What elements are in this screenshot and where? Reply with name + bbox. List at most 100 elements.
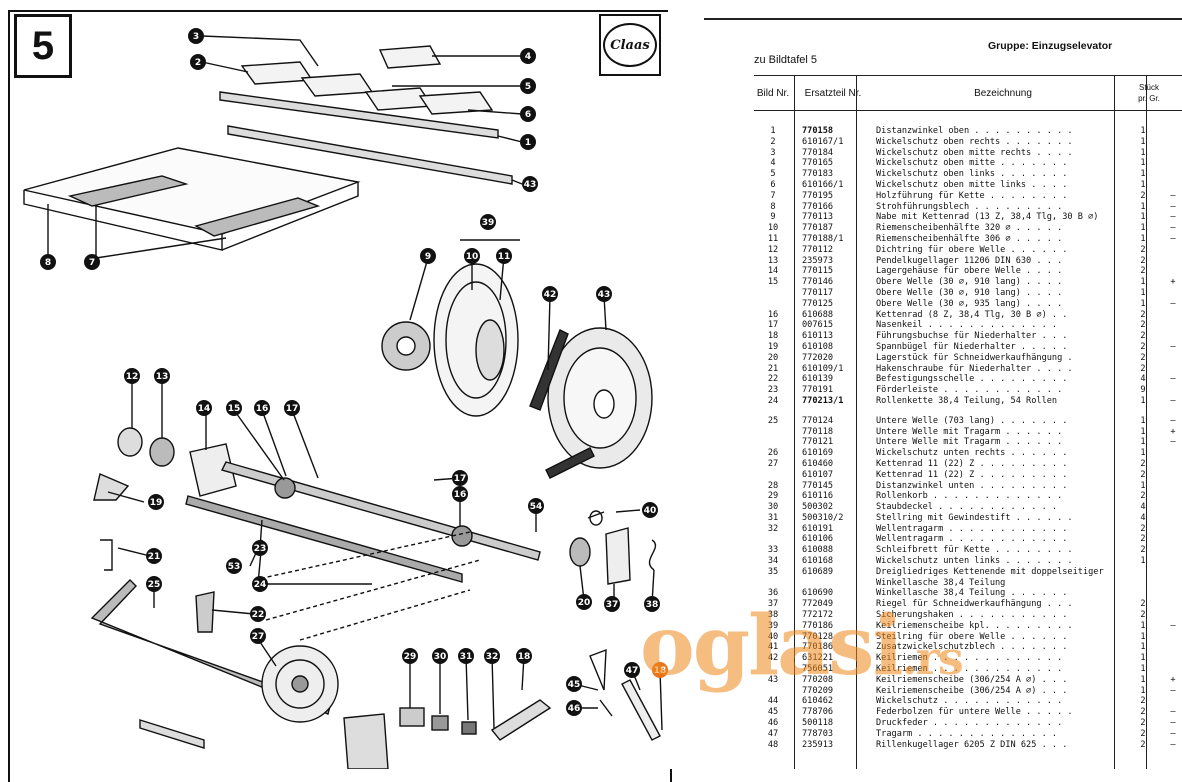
cell-quantity: 1 (1140, 620, 1146, 631)
cell-mark: — (1170, 437, 1176, 448)
cell-quantity: 1 (1140, 642, 1146, 653)
cell-part-number: 770213/1 (802, 395, 844, 406)
callout-label: 43 (598, 290, 611, 300)
cell-part-number: 772020 (802, 352, 834, 363)
callout-label: 43 (524, 180, 537, 190)
cell-mark: — (1170, 212, 1176, 223)
cell-quantity: 2 (1140, 352, 1146, 363)
cell-bild: 25 (767, 415, 779, 426)
cell-bild: 40 (767, 631, 779, 642)
callout-label: 6 (525, 110, 531, 120)
cell-bild: 36 (767, 588, 779, 599)
callout-label: 47 (626, 666, 639, 676)
callout-3: 3 (188, 28, 204, 44)
cell-description: Pendelkugellager 11206 DIN 630 . . . (876, 255, 1063, 266)
callout-label: 25 (148, 580, 161, 590)
callout-label: 1 (525, 138, 531, 148)
callout-label: 12 (126, 372, 139, 382)
callout-label: 46 (568, 704, 581, 714)
callout-5: 5 (520, 78, 536, 94)
callout-label: 31 (460, 652, 473, 662)
callout-20: 20 (576, 594, 592, 610)
cell-part-number: 610116 (802, 491, 834, 502)
cell-bild: 32 (767, 523, 779, 534)
callout-4: 4 (520, 48, 536, 64)
cell-quantity: 1 (1140, 223, 1146, 234)
callout-label: 7 (89, 258, 95, 268)
cell-bild: 23 (767, 385, 779, 396)
cell-part-number: 610168 (802, 556, 834, 567)
column-divider (1114, 75, 1115, 769)
cell-mark: — (1170, 718, 1176, 729)
cell-quantity: 1 (1140, 426, 1146, 437)
cell-part-number: 610108 (802, 341, 834, 352)
callout-label: 18 (518, 652, 531, 662)
cell-part-number: 610167/1 (802, 136, 844, 147)
cell-bild: 15 (767, 277, 779, 288)
cell-quantity: 2 (1140, 610, 1146, 621)
cell-part-number: 610107 (802, 469, 834, 480)
cell-part-number: 770209 (802, 685, 834, 696)
cell-description: Förderleiste . . . . . . . . . . . . (876, 385, 1063, 396)
callout-label: 30 (434, 652, 447, 662)
cell-bild: 28 (767, 480, 779, 491)
cell-part-number: 770121 (802, 437, 834, 448)
cell-bild: 35 (767, 566, 779, 577)
callout-label: 19 (150, 498, 163, 508)
cell-bild: 2 (770, 136, 776, 147)
cell-bild: 1 (770, 126, 776, 136)
cell-description: Keilriemen . . . . . . . . . . . . . (876, 664, 1063, 675)
cell-mark: — (1170, 685, 1176, 696)
group-title: Gruppe: Einzugselevator (988, 40, 1113, 52)
callout-54: 54 (528, 498, 544, 514)
callout-label: 24 (254, 580, 267, 590)
callout-label: 5 (525, 82, 531, 92)
cell-quantity: 1 (1140, 277, 1146, 288)
cell-description: Befestigungsschelle . . . . . . . . . (876, 374, 1068, 385)
cell-description: Spannbügel für Niederhalter . . . . . (876, 341, 1068, 352)
cell-bild: 12 (767, 244, 779, 255)
cell-bild: 43 (767, 674, 779, 685)
cell-description: Winkellasche 38,4 Teilung (876, 577, 1006, 588)
callout-53: 53 (226, 558, 242, 574)
cell-part-number: 610169 (802, 448, 834, 459)
cell-quantity: 1 (1140, 685, 1146, 696)
cell-part-number: 770146 (802, 277, 834, 288)
callout-label: 54 (530, 502, 543, 512)
cell-part-number: 770124 (802, 415, 834, 426)
cell-bild: 33 (767, 545, 779, 556)
callout-24: 24 (252, 576, 268, 592)
cell-description: Holzführung für Kette . . . . . . . . (876, 190, 1068, 201)
cell-mark: — (1170, 415, 1176, 426)
cell-part-number: 778706 (802, 707, 834, 718)
callout-label: 3 (193, 32, 199, 42)
cell-quantity: 1 (1140, 395, 1146, 406)
cell-description: Distanzwinkel unten . . . . . . . . . (876, 480, 1068, 491)
cell-quantity: 2 (1140, 718, 1146, 729)
callout-label: 13 (156, 372, 169, 382)
cell-quantity: 1 (1140, 556, 1146, 567)
top-rule (704, 18, 1182, 20)
claas-logo: Claas (599, 14, 661, 76)
cell-mark: — (1170, 298, 1176, 309)
cell-part-number: 235973 (802, 255, 834, 266)
cell-part-number: 770158 (802, 126, 834, 136)
column-divider (856, 75, 857, 769)
cell-part-number: 610462 (802, 696, 834, 707)
cell-quantity: 2 (1140, 341, 1146, 352)
